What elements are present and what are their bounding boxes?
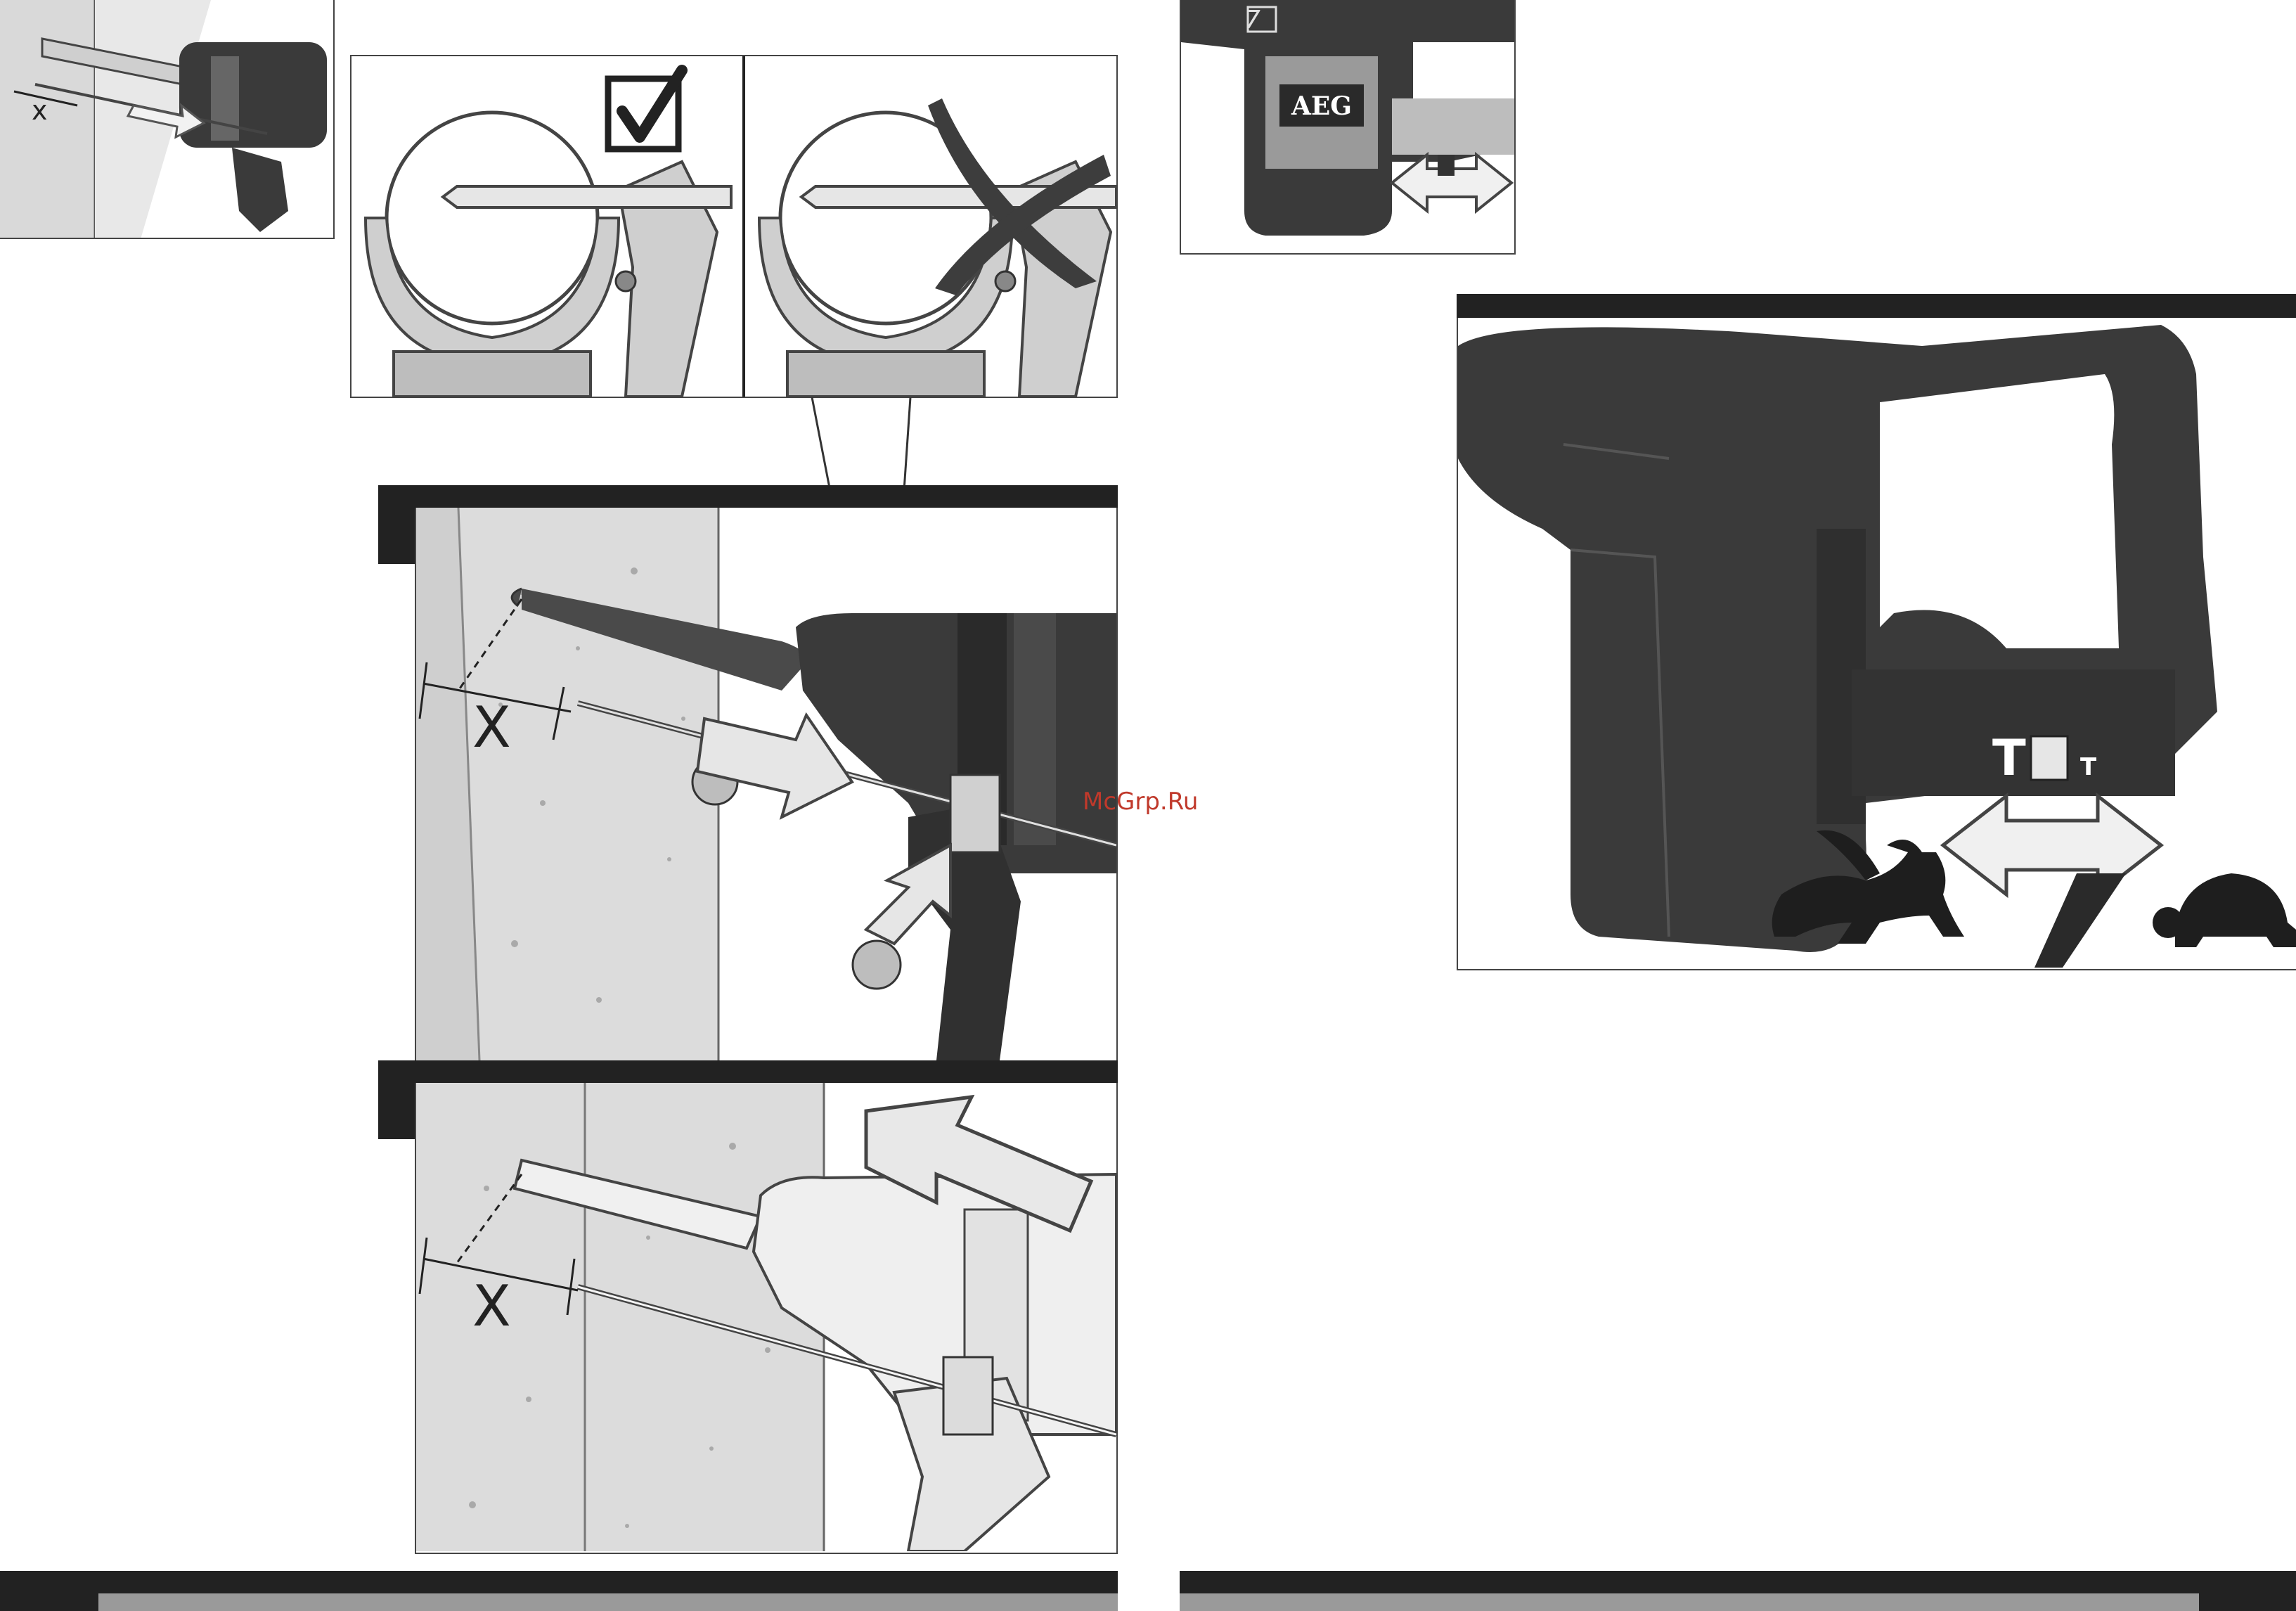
figure-1-dimension-x-label: X	[472, 695, 511, 760]
callout-depth-stop-closeups	[350, 55, 1118, 398]
turtle-icon	[2153, 873, 2296, 947]
figure-speed-illustration: T T	[1458, 318, 2296, 968]
thumb-model-badge: 7	[1244, 6, 1260, 34]
figure-2-illustration: X	[416, 1083, 1116, 1551]
speed-switch-double-arrow-icon	[1943, 796, 2161, 894]
figure-1-header-bar	[378, 485, 1118, 509]
thumb-drill-illustration: x	[0, 0, 335, 239]
closeup-correct	[366, 113, 731, 397]
left-footer-gray-strip	[98, 1593, 1118, 1611]
figure-speed-switch: T T	[1457, 318, 2296, 970]
figure-1-step-circle-2	[853, 941, 901, 989]
thumb-drill-depth-stop: x	[0, 0, 335, 239]
callout-illustration	[352, 56, 1116, 397]
figure-1-illustration: X	[416, 508, 1116, 1060]
right-footer-gray-strip	[1180, 1593, 2199, 1611]
switch-mode-label-small: T	[2080, 753, 2097, 781]
figure-1-drill-depth-set: X	[415, 508, 1118, 1063]
switch-mode-label-large: T	[1992, 729, 2026, 787]
thumb-aeg-drill-switch: AEG 7	[1180, 0, 1516, 255]
figure-2-header-bar	[378, 1060, 1118, 1084]
checkbox-checked-icon	[608, 70, 682, 149]
speed-selector-switch[interactable]	[2031, 736, 2068, 780]
figure-2-drill-to-depth: X	[415, 1083, 1118, 1554]
watermark-text: McGrp.Ru	[1083, 788, 1198, 816]
thumb-brand-label: AEG	[1291, 91, 1352, 121]
figure-2-dimension-x-label: X	[472, 1273, 511, 1339]
thumb-aeg-illustration: AEG 7	[1181, 0, 1514, 252]
thumb-dimension-x-label: x	[32, 95, 48, 126]
figure-speed-header-bar	[1457, 294, 2296, 319]
